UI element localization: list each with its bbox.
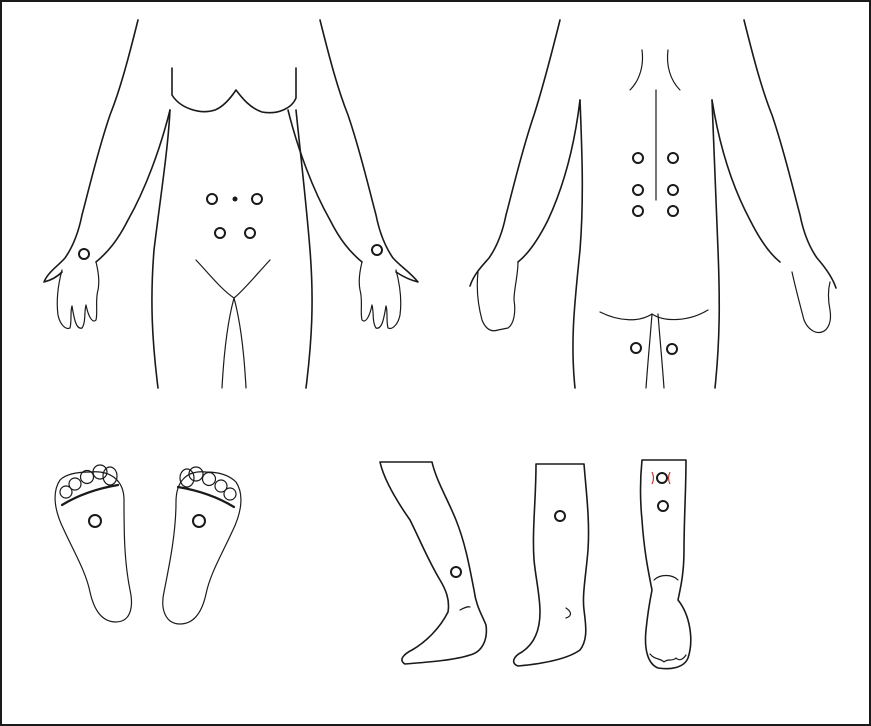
back-torso-right: [712, 100, 719, 388]
back-shoulder-right: [668, 50, 681, 90]
leg-side-right-outline: [514, 464, 589, 666]
back-inner-legs: [646, 314, 664, 388]
acupoint: [633, 185, 643, 195]
front-chest: [172, 68, 296, 113]
acupoint: [79, 249, 89, 259]
leg-side-left-ankle: [460, 607, 470, 610]
back-torso-left: [573, 100, 582, 388]
right-sole-outline: [163, 472, 241, 624]
leg-side-left-outline: [380, 462, 486, 664]
acupoint: [667, 344, 677, 354]
back-right-hand: [792, 272, 831, 333]
feet-soles: [55, 465, 241, 624]
front-torso-right: [296, 110, 312, 388]
leg-front-heel: [654, 576, 678, 581]
acupoint: [668, 206, 678, 216]
front-groin: [196, 260, 270, 298]
back-left-hand: [477, 262, 518, 331]
acupoint: [657, 473, 667, 483]
acupoint: [668, 185, 678, 195]
acupoint: [633, 153, 643, 163]
back-right-arm-outline: [744, 20, 836, 288]
acupoint: [451, 567, 461, 577]
front-right-arm-outline: [320, 20, 418, 282]
toe: [203, 473, 216, 486]
acupoint: [252, 194, 262, 204]
front-left-hand: [57, 262, 99, 328]
leg-front-toes: [650, 654, 686, 662]
body-front: [44, 20, 418, 388]
acupoint: [89, 515, 101, 527]
toe: [69, 478, 81, 490]
front-right-hand: [359, 262, 401, 328]
back-left-inner-arm: [518, 100, 580, 262]
acupoint: [372, 245, 382, 255]
toe: [215, 480, 227, 492]
navel-mark: [233, 197, 238, 202]
leg-front: [641, 460, 691, 669]
leg-front-outline: [641, 460, 691, 669]
acupoint: [207, 194, 217, 204]
body-back-points: [631, 153, 678, 354]
big-toe: [180, 469, 194, 487]
left-sole-outline: [55, 472, 131, 622]
acupoint: [193, 515, 205, 527]
acupoint: [245, 228, 255, 238]
leg-side-right-ankle: [566, 608, 571, 618]
acupoint: [215, 228, 225, 238]
leg-side-left: [380, 462, 486, 664]
acupoint: [633, 206, 643, 216]
back-left-arm-outline: [470, 20, 560, 286]
front-left-inner-arm: [96, 110, 170, 262]
front-torso-left: [152, 110, 170, 388]
acupoint: [668, 153, 678, 163]
front-inner-legs: [222, 298, 246, 388]
body-back: [470, 20, 836, 388]
front-left-arm-outline: [44, 20, 138, 282]
acupoint: [555, 511, 565, 521]
acupoint: [658, 501, 668, 511]
back-buttocks: [600, 310, 708, 320]
back-right-inner-arm: [712, 100, 780, 262]
back-shoulder-left: [630, 50, 643, 90]
leg-side-right: [514, 464, 589, 666]
acupoint: [631, 343, 641, 353]
